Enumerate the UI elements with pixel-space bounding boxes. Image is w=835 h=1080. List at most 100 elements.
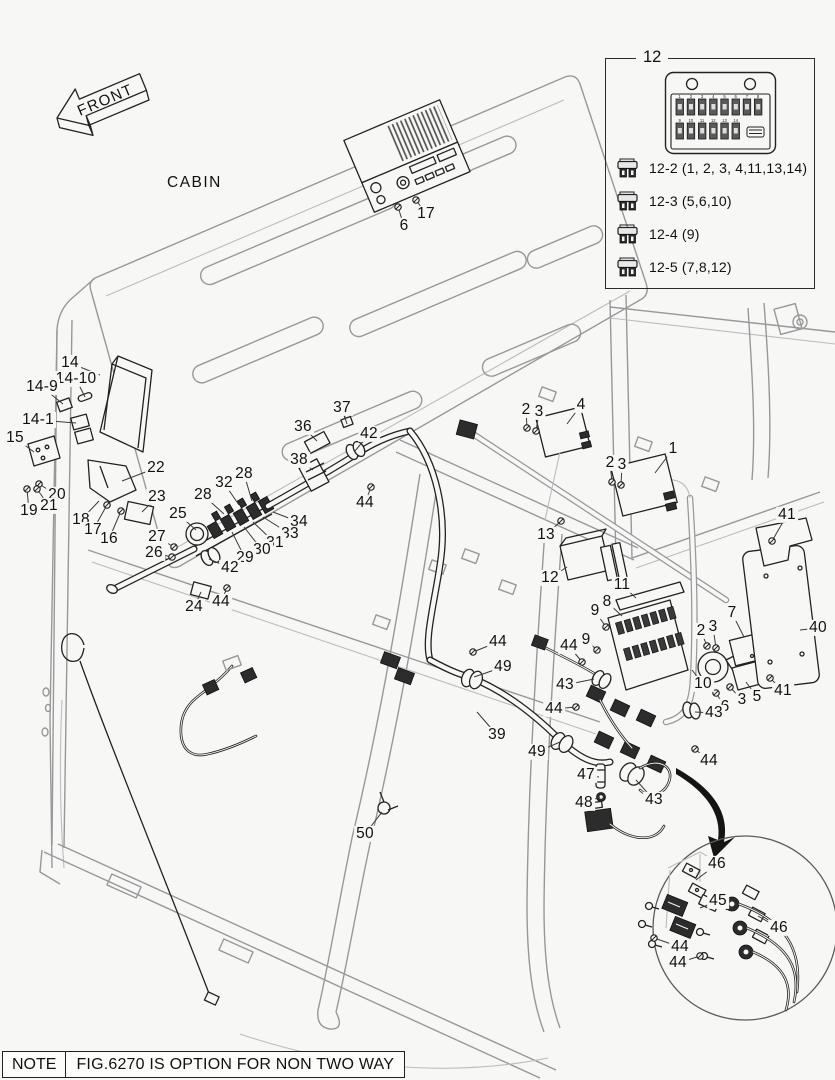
radio — [343, 99, 471, 213]
callout-32: 32 — [213, 473, 235, 492]
callout-9: 9 — [579, 630, 593, 649]
callout-25: 25 — [167, 504, 189, 523]
callout-44: 44 — [487, 632, 509, 651]
callout-30: 30 — [251, 540, 273, 559]
callout-13: 13 — [535, 525, 557, 544]
callout-45: 45 — [707, 891, 729, 910]
note-text: FIG.6270 IS OPTION FOR NON TWO WAY — [76, 1055, 395, 1073]
fuse-number-9: 9 — [679, 118, 682, 123]
callout-36: 36 — [292, 417, 314, 436]
callout-16: 16 — [98, 529, 120, 548]
blade-fuse-icon — [617, 224, 638, 243]
callout-41: 41 — [776, 505, 798, 524]
callout-4: 4 — [574, 395, 588, 414]
callout-10: 10 — [692, 674, 714, 693]
fuse-number-12: 12 — [711, 118, 716, 123]
callout-44: 44 — [667, 953, 689, 972]
callout-14: 14 — [59, 353, 81, 372]
callout-28: 28 — [192, 485, 214, 504]
fuse-number-6: 6 — [735, 94, 738, 99]
door-subharness — [179, 654, 258, 757]
left-loom — [106, 545, 212, 600]
callout-50: 50 — [354, 824, 376, 843]
front-label: FRONT — [75, 81, 136, 120]
callout-11: 11 — [611, 575, 633, 594]
fuse-number-3: 3 — [701, 94, 704, 99]
clip-brackets — [372, 386, 720, 631]
callout-5: 5 — [750, 687, 764, 706]
legend-item-label: 12-3 (5,6,10) — [649, 192, 732, 209]
callout-39: 39 — [486, 725, 508, 744]
note-box: NOTE FIG.6270 IS OPTION FOR NON TWO WAY — [2, 1051, 406, 1078]
callout-42: 42 — [358, 424, 380, 443]
callout-48: 48 — [573, 793, 595, 812]
callout-9: 9 — [588, 601, 602, 620]
fuse-number-5: 5 — [723, 94, 726, 99]
callout-41: 41 — [772, 681, 794, 700]
callout-3: 3 — [735, 690, 749, 709]
fuse-number-13: 13 — [722, 118, 727, 123]
callout-46: 46 — [768, 918, 790, 937]
blade-fuse-icon — [617, 158, 638, 177]
callout-49: 49 — [526, 742, 548, 761]
callout-6: 6 — [397, 216, 411, 235]
callout-44: 44 — [669, 937, 691, 956]
blade-fuse-icon — [617, 191, 638, 210]
front-arrow: FRONT — [56, 73, 150, 137]
callout-44: 44 — [698, 751, 720, 770]
callout-12: 12 — [539, 568, 561, 587]
callout-43: 43 — [643, 790, 665, 809]
callout-21: 21 — [38, 496, 60, 515]
legend-item-12-2: 12-2 (1, 2, 3, 4,11,13,14) — [616, 151, 812, 184]
callout-43: 43 — [703, 703, 725, 722]
fuse-number-11: 11 — [700, 118, 705, 123]
fuse-number-1: 1 — [679, 94, 682, 99]
callout-19: 19 — [18, 501, 40, 520]
callout-44: 44 — [210, 592, 232, 611]
washer-hose-50 — [61, 632, 399, 1006]
callout-23: 23 — [146, 487, 168, 506]
note-label: NOTE — [3, 1052, 67, 1077]
legend-rows: 12-2 (1, 2, 3, 4,11,13,14) 12-3 (5,6,10) 1… — [616, 151, 812, 283]
callout-28: 28 — [233, 464, 255, 483]
fuse-number-7: 7 — [746, 94, 749, 99]
detail-circle — [637, 835, 835, 1021]
callout-2: 2 — [694, 621, 708, 640]
fuse-panel — [607, 581, 689, 691]
legend-item-label: 12-2 (1, 2, 3, 4,11,13,14) — [649, 159, 808, 176]
callout-46: 46 — [706, 854, 728, 873]
callout-15: 15 — [4, 428, 26, 447]
cabin-label: CABIN — [167, 174, 222, 191]
washer-console — [56, 355, 153, 453]
callout-1: 1 — [666, 439, 680, 458]
callout-24: 24 — [183, 597, 205, 616]
detail-arrow — [676, 768, 735, 858]
mount-plate-40 — [742, 517, 820, 689]
bracket-15 — [27, 435, 61, 467]
callout-42: 42 — [219, 558, 241, 577]
fuse-number-8: 8 — [757, 94, 760, 99]
callout-44: 44 — [543, 699, 565, 718]
legend-item-12-5: 12-5 (7,8,12) — [616, 250, 812, 283]
callout-3: 3 — [615, 455, 629, 474]
callout-22: 22 — [145, 458, 167, 477]
floor — [39, 843, 557, 1079]
legend-item-12-4: 12-4 (9) — [616, 217, 812, 250]
callout-14-9: 14-9 — [24, 377, 60, 396]
fuse-number-4: 4 — [712, 94, 715, 99]
callout-40: 40 — [807, 618, 829, 637]
callout-2: 2 — [603, 453, 617, 472]
legend-item-label: 12-5 (7,8,12) — [649, 258, 732, 275]
callout-27: 27 — [146, 527, 168, 546]
fuse-number-10: 10 — [689, 118, 694, 123]
callout-17: 17 — [415, 204, 437, 223]
callout-43: 43 — [554, 675, 576, 694]
callout-37: 37 — [331, 398, 353, 417]
callout-47: 47 — [575, 765, 597, 784]
fuse-number-14: 14 — [733, 118, 738, 123]
callout-44: 44 — [354, 493, 376, 512]
callout-3: 3 — [532, 402, 546, 421]
callout-38: 38 — [288, 450, 310, 469]
